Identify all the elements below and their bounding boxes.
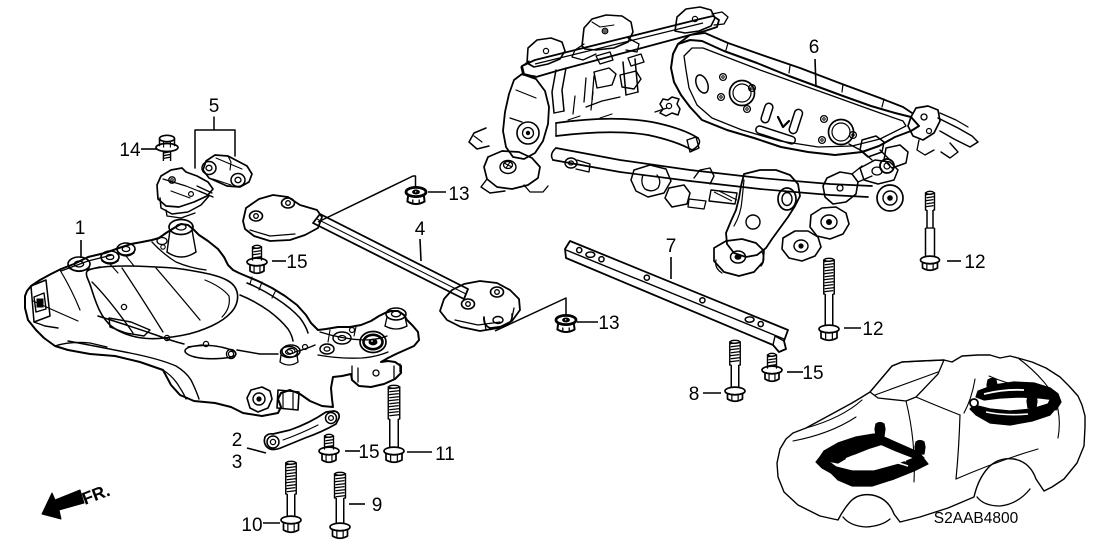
svg-text:12: 12 xyxy=(964,252,985,273)
svg-text:7: 7 xyxy=(666,236,677,257)
svg-text:S2AAB4800: S2AAB4800 xyxy=(934,510,1019,527)
svg-text:4: 4 xyxy=(415,219,426,240)
svg-text:6: 6 xyxy=(809,37,820,58)
svg-text:10: 10 xyxy=(241,515,262,536)
svg-text:13: 13 xyxy=(448,184,469,205)
svg-text:15: 15 xyxy=(286,252,307,273)
svg-text:12: 12 xyxy=(862,319,883,340)
svg-text:3: 3 xyxy=(232,452,243,473)
svg-text:5: 5 xyxy=(209,96,220,117)
svg-text:14: 14 xyxy=(119,140,141,161)
svg-text:8: 8 xyxy=(689,384,700,405)
svg-text:2: 2 xyxy=(232,430,243,451)
svg-text:9: 9 xyxy=(372,495,383,516)
svg-text:1: 1 xyxy=(75,218,86,239)
svg-text:13: 13 xyxy=(598,313,619,334)
svg-text:11: 11 xyxy=(435,444,455,465)
svg-text:15: 15 xyxy=(358,442,379,463)
svg-text:15: 15 xyxy=(802,363,823,384)
